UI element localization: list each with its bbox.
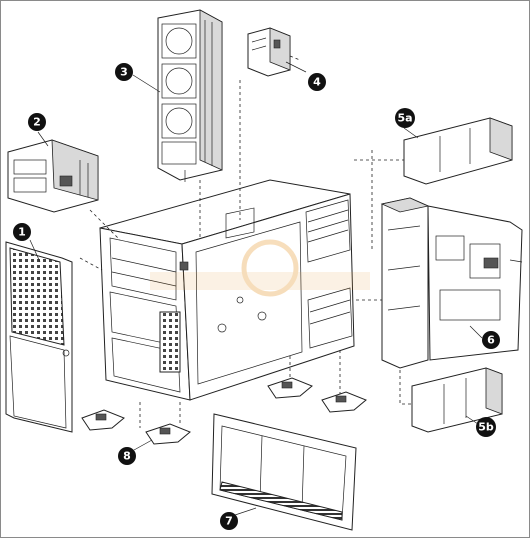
callout-5a: 5a [395,108,415,128]
callout-8: 8 [118,447,136,465]
callout-1: 1 [13,223,31,241]
svg-text:1: 1 [18,226,26,239]
drive-module-part [247,27,291,77]
svg-text:4: 4 [313,76,321,89]
svg-text:6: 6 [487,334,495,347]
air-baffle-part [380,197,523,369]
leader-lines [29,55,483,517]
callout-2: 2 [28,113,46,131]
svg-text:7: 7 [225,515,233,528]
callout-4: 4 [308,73,326,91]
svg-text:5a: 5a [397,112,412,125]
svg-text:3: 3 [120,66,128,79]
drive-cage-part [7,139,99,213]
front-bezel-part [5,241,73,433]
svg-text:5b: 5b [478,421,494,434]
callout-5b: 5b [476,417,496,437]
callout-6: 6 [482,331,500,349]
feet-part [81,377,367,445]
svg-text:2: 2 [33,116,41,129]
access-panel-part [211,413,357,531]
svg-text:8: 8 [123,450,131,463]
callout-3: 3 [115,63,133,81]
shroud-bottom-part [411,367,503,433]
shroud-top-part [403,117,513,185]
fan-cage-part [157,9,223,182]
callout-7: 7 [220,512,238,530]
watermark-logo [150,239,370,297]
server-chassis-part [99,179,355,401]
